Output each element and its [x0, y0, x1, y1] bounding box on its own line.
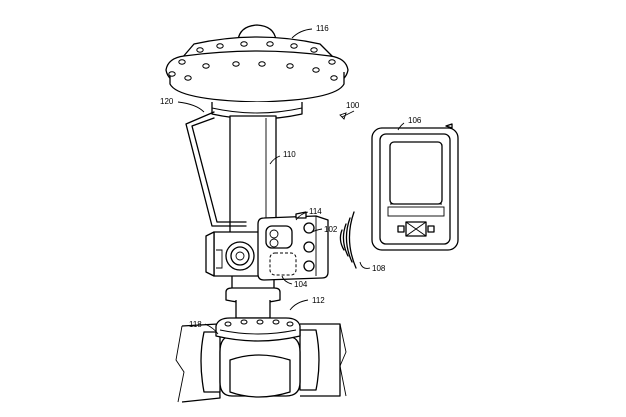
actuator-bolts — [168, 41, 338, 81]
wireless-signal-arcs — [339, 211, 357, 269]
ref-handheld: 106 — [408, 116, 422, 125]
ref-valve: 112 — [312, 296, 325, 305]
flange-bolts — [224, 319, 294, 327]
positioner-assembly — [205, 211, 329, 281]
ref-bracket: 120 — [160, 97, 174, 106]
ref-actuator: 116 — [316, 24, 329, 33]
ref-housing: 114 — [309, 207, 322, 216]
actuator-diaphragm — [165, 24, 349, 120]
mounting-bracket — [185, 111, 247, 227]
valve-bonnet — [225, 276, 281, 319]
ref-wireless-signal: 108 — [372, 264, 386, 273]
ref-module: 104 — [294, 280, 308, 289]
valve-body — [175, 317, 347, 403]
ref-assembly: 100 — [346, 101, 360, 110]
ref-sensor-unit: 102 — [324, 225, 338, 234]
handheld-device — [371, 123, 459, 251]
reference-numerals: 116 120 100 106 110 114 102 108 104 112 … — [160, 24, 422, 329]
ref-stem: 110 — [283, 150, 296, 159]
leader-lines — [177, 28, 405, 335]
ref-flange: 118 — [189, 320, 202, 329]
